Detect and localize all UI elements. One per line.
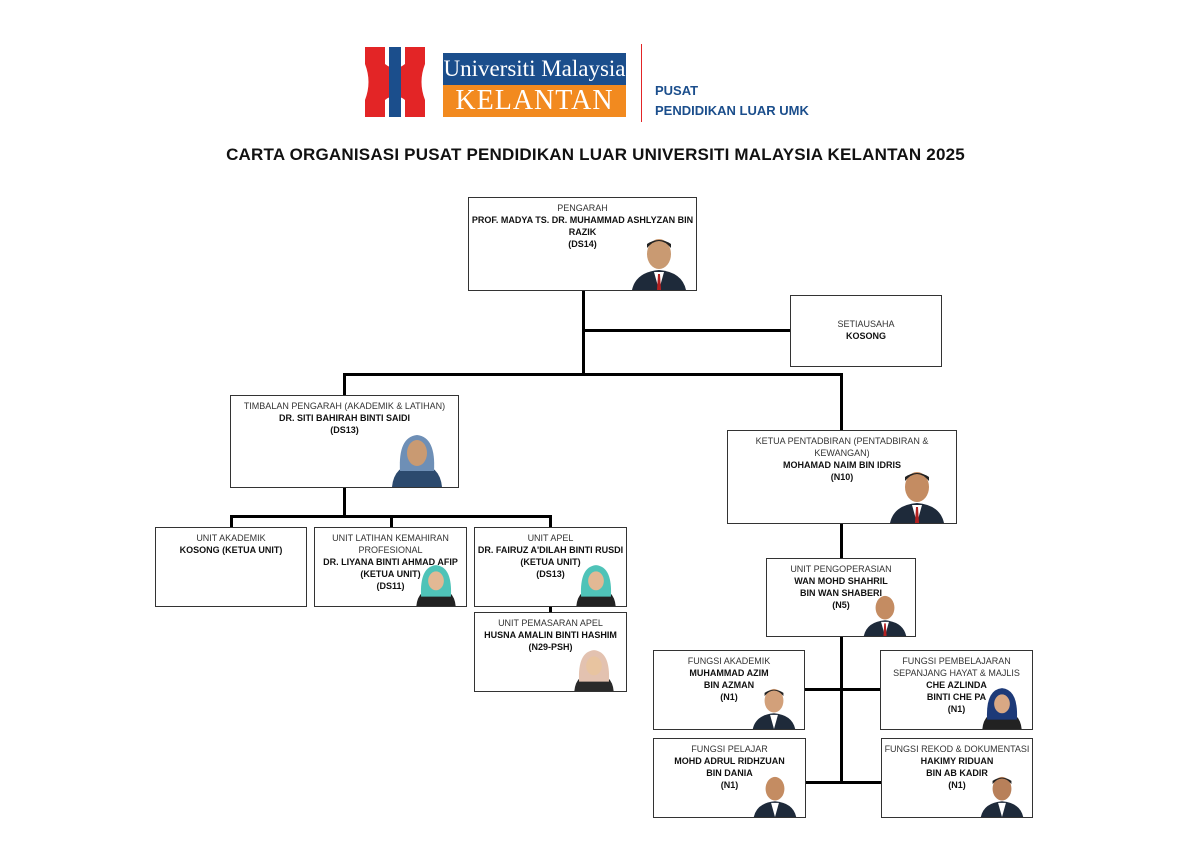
line-fungsi-row2 [804,781,881,784]
logo-kelantan: KELANTAN [443,85,626,117]
node-name: WAN MOHD SHAHRIL [794,576,888,586]
portrait-photo-icon [392,435,442,487]
node-role: UNIT LATIHAN KEMAHIRAN PROFESIONAL [332,533,449,555]
portrait-photo-icon [576,565,616,606]
line-unit-akademik [230,515,233,527]
node-grade: (DS13) [536,569,565,579]
node-name: DR. SITI BAHIRAH BINTI SAIDI [278,413,410,423]
node-unit-latihan: UNIT LATIHAN KEMAHIRAN PROFESIONAL DR. L… [314,527,467,607]
node-name-line2: BIN AB KADIR [926,768,988,778]
unit-name: PUSAT PENDIDIKAN LUAR UMK [655,81,809,121]
node-role: FUNGSI PELAJAR [691,744,768,754]
node-unit-akademik: UNIT AKADEMIK KOSONG (KETUA UNIT) [155,527,307,607]
node-name: KOSONG (KETUA UNIT) [179,545,283,555]
node-grade: (N10) [830,472,854,482]
line-timbalan-down [343,487,346,517]
portrait-photo-icon [753,776,797,817]
node-setiausaha: SETIAUSAHA KOSONG [790,295,942,367]
umk-emblem-icon [365,47,425,117]
node-role: SETIAUSAHA [837,319,895,329]
node-grade: (N1) [720,692,738,702]
node-sub: (KETUA UNIT) [360,569,421,579]
portrait-photo-icon [980,776,1024,817]
node-name: MOHD ADRUL RIDHZUAN [674,756,785,766]
portrait-photo-icon [632,239,686,290]
node-name: HUSNA AMALIN BINTI HASHIM [484,630,617,640]
node-fungsi-pelajar: FUNGSI PELAJAR MOHD ADRUL RIDHZUAN BIN D… [653,738,806,818]
line-ketua-down [840,523,843,558]
logo-university-name: Universiti Malaysia [443,53,626,85]
node-role: PENGARAH [557,203,608,213]
portrait-photo-icon [863,595,907,636]
line-pengarah-down [582,290,585,375]
node-role: FUNGSI REKOD & DOKUMENTASI [884,744,1030,754]
node-name-line2: BINTI CHE PA [926,692,987,702]
portrait-photo-icon [752,688,796,729]
node-grade: (N29-PSH) [528,642,573,652]
node-fungsi-rekod: FUNGSI REKOD & DOKUMENTASI HAKIMY RIDUAN… [881,738,1033,818]
unit-name-line1: PUSAT [655,83,699,98]
node-name: DR. FAIRUZ A'DILAH BINTI RUSDI [477,545,624,555]
node-name-line2: BIN WAN SHABERI [799,588,882,598]
node-name: CHE AZLINDA [926,680,987,690]
portrait-photo-icon [574,650,614,691]
line-unit-apel [549,515,552,527]
portrait-photo-icon [890,472,944,523]
node-grade: (DS14) [568,239,597,249]
node-role: FUNGSI PEMBELAJARAN SEPANJANG HAYAT & MA… [893,656,1020,678]
node-name: KOSONG [845,331,886,341]
node-ketua-pentadbiran: KETUA PENTADBIRAN (PENTADBIRAN & KEWANGA… [727,430,957,524]
node-name: PROF. MADYA TS. DR. MUHAMMAD ASHLYZAN BI… [471,215,694,237]
portrait-photo-icon [416,565,456,606]
node-role: UNIT AKADEMIK [196,533,266,543]
node-role: UNIT PEMASARAN APEL [498,618,603,628]
node-role: UNIT APEL [527,533,574,543]
line-ketua-up [840,373,843,430]
line-fungsi-trunk [840,636,843,784]
node-name: HAKIMY RIDUAN [920,756,994,766]
node-fungsi-pembelajaran: FUNGSI PEMBELAJARAN SEPANJANG HAYAT & MA… [880,650,1033,730]
node-name: MUHAMMAD AZIM [689,668,769,678]
node-grade: (N1) [947,704,966,714]
line-timbalan-up [343,373,346,395]
line-unit-pemasaran [549,606,552,612]
node-unit-apel: UNIT APEL DR. FAIRUZ A'DILAH BINTI RUSDI… [474,527,627,607]
node-name: DR. LIYANA BINTI AHMAD AFIP [323,557,458,567]
node-fungsi-akademik: FUNGSI AKADEMIK MUHAMMAD AZIM BIN AZMAN … [653,650,805,730]
line-fungsi-row1 [804,688,881,691]
node-grade: (DS13) [330,425,359,435]
portrait-photo-icon [982,688,1022,729]
line-setiausaha [582,329,790,332]
line-level2-bar [343,373,843,376]
logo-divider [641,44,642,122]
node-name-line2: BIN AZMAN [703,680,755,690]
unit-name-line2: PENDIDIKAN LUAR UMK [655,103,809,118]
node-grade: (DS11) [376,581,405,591]
line-unit-latihan [390,515,393,527]
node-grade: (N1) [948,780,966,790]
node-unit-pengoperasian: UNIT PENGOPERASIAN WAN MOHD SHAHRIL BIN … [766,558,916,637]
node-timbalan: TIMBALAN PENGARAH (AKADEMIK & LATIHAN) D… [230,395,459,488]
node-role: UNIT PENGOPERASIAN [790,564,892,574]
node-role: FUNGSI AKADEMIK [687,656,771,666]
node-grade: (N1) [720,780,739,790]
node-name: MOHAMAD NAIM BIN IDRIS [783,460,901,470]
node-sub: (KETUA UNIT) [520,557,581,567]
chart-title: CARTA ORGANISASI PUSAT PENDIDIKAN LUAR U… [226,145,965,164]
node-role: KETUA PENTADBIRAN (PENTADBIRAN & KEWANGA… [755,436,929,458]
node-role: TIMBALAN PENGARAH (AKADEMIK & LATIHAN) [243,401,446,411]
node-pengarah: PENGARAH PROF. MADYA TS. DR. MUHAMMAD AS… [468,197,697,291]
node-unit-pemasaran: UNIT PEMASARAN APEL HUSNA AMALIN BINTI H… [474,612,627,692]
node-name-line2: BIN DANIA [706,768,753,778]
node-grade: (N5) [832,600,850,610]
